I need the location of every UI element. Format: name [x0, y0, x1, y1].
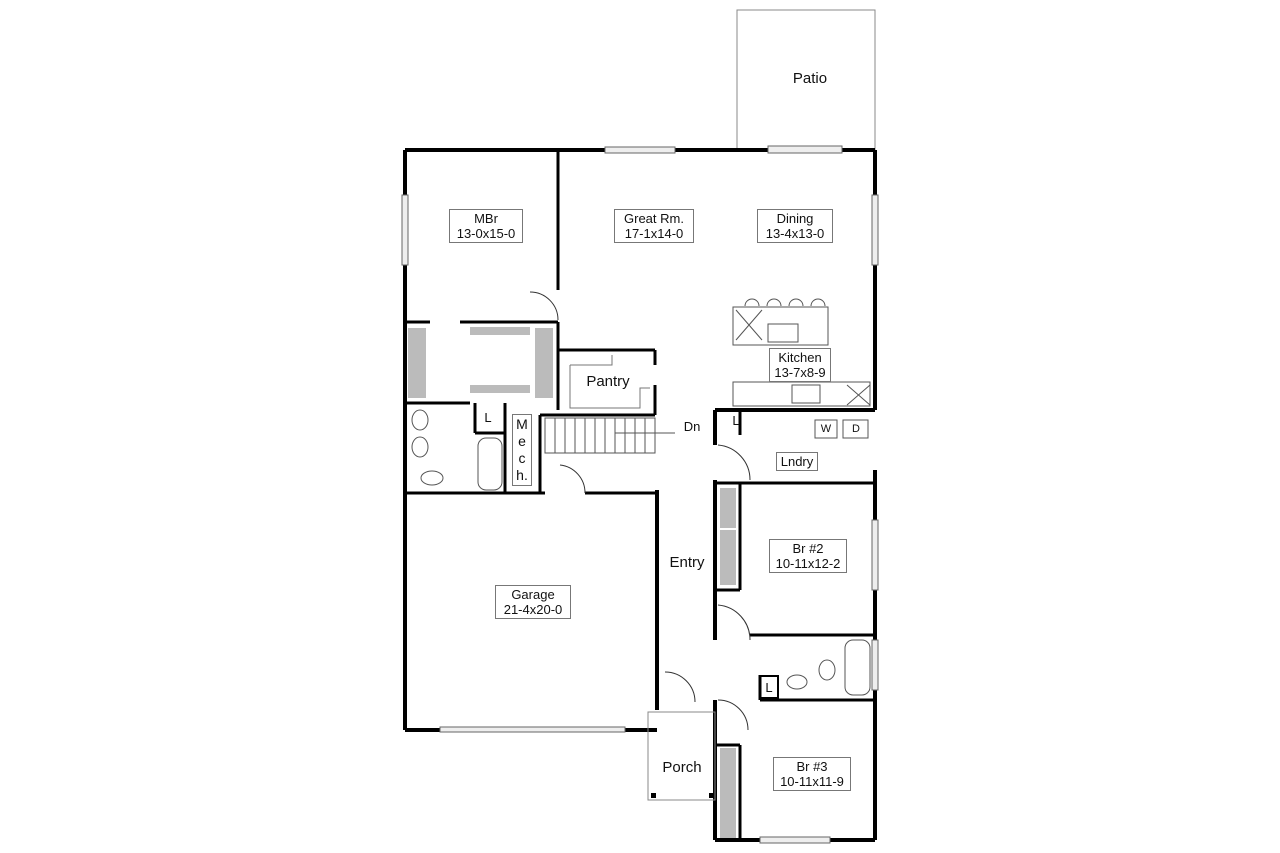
room-label-garage: Garage 21-4x20-0 — [495, 585, 571, 619]
exterior-walls — [403, 148, 877, 842]
dryer-text: D — [852, 423, 860, 435]
room-name: Br #3 — [796, 759, 828, 774]
mech-letter: e — [518, 433, 526, 449]
room-label-laundry: Lndry — [776, 452, 818, 471]
mech-letter: M — [516, 416, 528, 432]
kitchen-counters — [732, 298, 871, 439]
washer-label: W — [818, 422, 834, 437]
room-name: Garage — [511, 587, 555, 602]
stairs-down-label: Dn — [681, 419, 703, 434]
washer-text: W — [820, 423, 832, 435]
room-label-pantry: Pantry — [578, 374, 638, 389]
room-label-patio: Patio — [780, 71, 840, 86]
porch-post — [709, 793, 714, 798]
interior-walls — [405, 150, 875, 840]
pantry-shelves — [569, 355, 650, 409]
room-label-entry: Entry — [664, 555, 710, 570]
linen-closet-label: L — [762, 680, 776, 695]
room-label-br2: Br #2 10-11x12-2 — [769, 539, 847, 573]
room-name: Entry — [669, 554, 705, 571]
mech-label: M e c h. — [512, 414, 532, 486]
room-name: Br #2 — [792, 541, 824, 556]
room-name: Kitchen — [778, 350, 822, 365]
room-dims: 13-4x13-0 — [765, 226, 825, 241]
room-label-br3: Br #3 10-11x11-9 — [773, 757, 851, 791]
room-dims: 13-0x15-0 — [456, 226, 516, 241]
linen-text: L — [765, 680, 773, 695]
room-name: Great Rm. — [624, 211, 684, 226]
room-dims: 17-1x14-0 — [624, 226, 684, 241]
room-name: Lndry — [780, 454, 814, 469]
room-dims: 10-11x11-9 — [780, 774, 844, 789]
linen-text: L — [484, 410, 492, 425]
bath-fixtures — [411, 409, 871, 696]
door-swings — [529, 291, 751, 731]
room-label-dining: Dining 13-4x13-0 — [757, 209, 833, 243]
room-label-great-room: Great Rm. 17-1x14-0 — [614, 209, 694, 243]
room-label-mbr: MBr 13-0x15-0 — [449, 209, 523, 243]
linen-closet-label: L — [480, 410, 496, 425]
mech-letter: c — [518, 450, 526, 466]
room-label-kitchen: Kitchen 13-7x8-9 — [769, 348, 831, 382]
closet-shelves — [408, 327, 736, 838]
windows — [401, 145, 879, 844]
mech-letter: h. — [516, 467, 528, 483]
stairs-text: Dn — [683, 419, 701, 434]
room-dims: 10-11x12-2 — [775, 556, 841, 571]
linen-text: L — [732, 413, 740, 428]
porch-post — [651, 793, 656, 798]
linen-closet-label: L — [728, 413, 744, 428]
stairs — [544, 417, 675, 454]
room-name: Pantry — [586, 373, 630, 390]
room-name: MBr — [474, 211, 498, 226]
room-name: Porch — [662, 759, 702, 776]
room-dims: 21-4x20-0 — [503, 602, 563, 617]
dryer-label: D — [848, 422, 864, 437]
room-label-porch: Porch — [657, 760, 707, 775]
porch-outline — [647, 711, 716, 801]
room-name: Dining — [776, 211, 814, 226]
room-dims: 13-7x8-9 — [774, 365, 826, 380]
room-name: Patio — [792, 70, 828, 87]
